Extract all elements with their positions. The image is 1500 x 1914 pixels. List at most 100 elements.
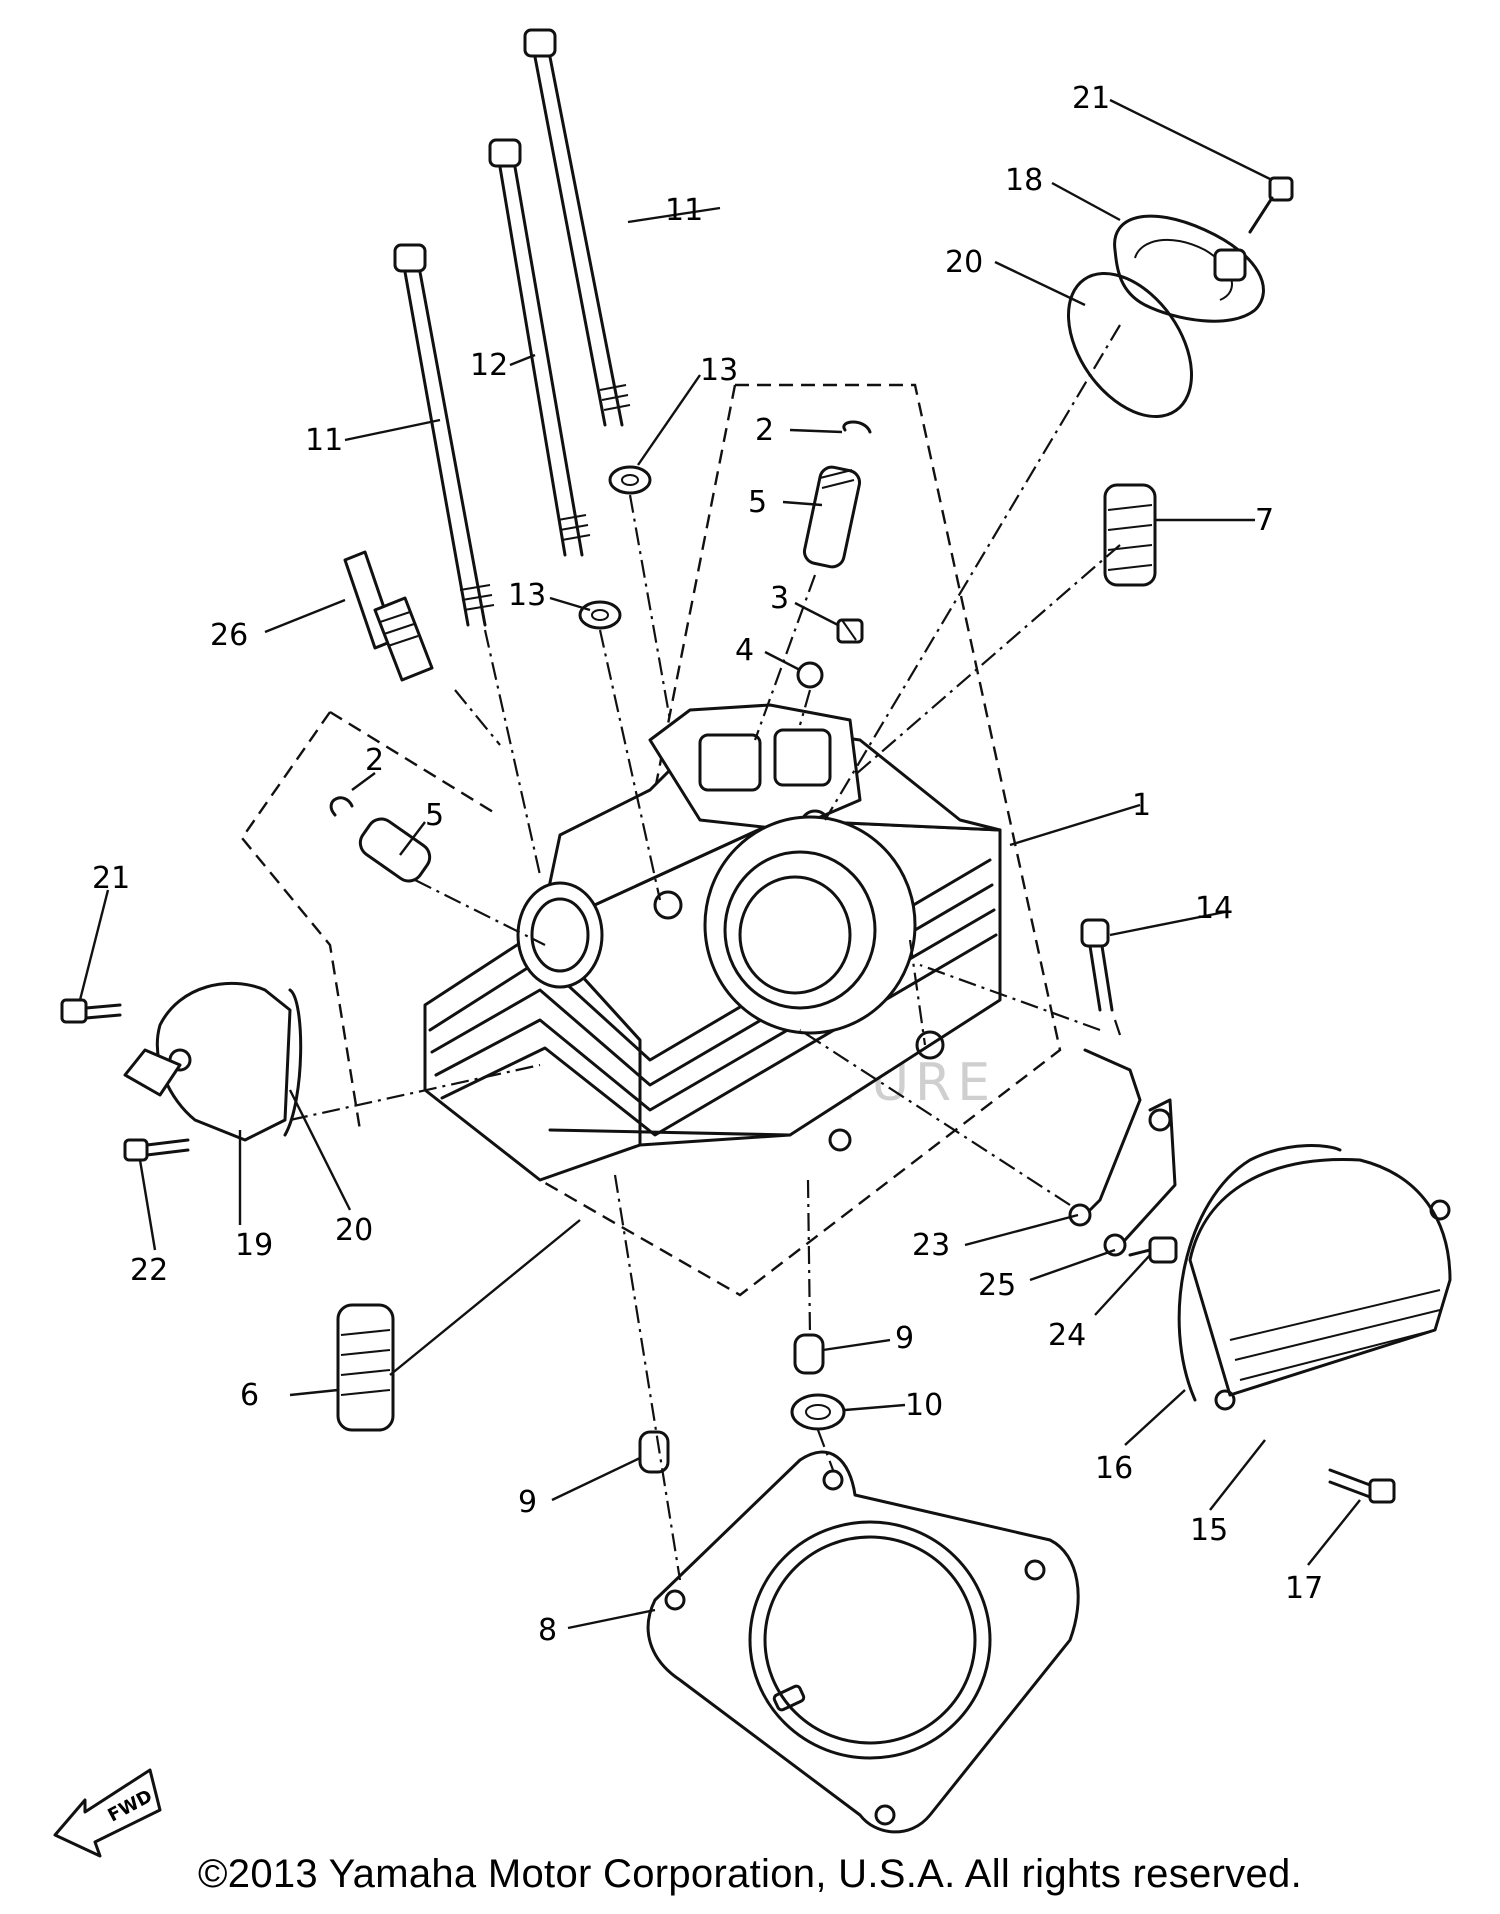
callout-leader-11a bbox=[344, 418, 441, 442]
chain-guide-bracket bbox=[1068, 1048, 1177, 1257]
tappet-cover-plug-5-left bbox=[358, 817, 432, 883]
cylinder-head bbox=[423, 703, 1002, 1182]
leader-line bbox=[598, 629, 662, 901]
callout-leader-8 bbox=[567, 1608, 656, 1630]
callout-21-upper: 21 bbox=[1072, 81, 1110, 116]
callout-2-left: 2 bbox=[365, 743, 384, 778]
leader-line bbox=[806, 1179, 812, 1336]
leader-line bbox=[628, 494, 672, 721]
callout-25: 25 bbox=[978, 1268, 1016, 1303]
assembly-boundary-left bbox=[329, 710, 499, 817]
callout-1: 1 bbox=[1132, 788, 1151, 823]
washer-13-lower bbox=[578, 600, 622, 630]
callout-5-upper: 5 bbox=[748, 485, 767, 520]
callout-18: 18 bbox=[1005, 163, 1043, 198]
callout-leader-16 bbox=[1124, 1389, 1186, 1446]
callout-8: 8 bbox=[538, 1613, 557, 1648]
callout-leader-26 bbox=[264, 598, 346, 634]
callout-10: 10 bbox=[905, 1388, 943, 1423]
callout-leader-13a bbox=[637, 374, 701, 466]
callout-19: 19 bbox=[235, 1228, 273, 1263]
callout-26: 26 bbox=[210, 618, 248, 653]
callout-2-upper: 2 bbox=[755, 413, 774, 448]
callout-leader-11b bbox=[627, 206, 721, 224]
thermostat-cover-18 bbox=[1113, 214, 1265, 323]
dowel-9-left bbox=[638, 1430, 670, 1474]
callout-4: 4 bbox=[735, 633, 754, 668]
callout-leader-17 bbox=[1307, 1499, 1361, 1566]
callout-16: 16 bbox=[1095, 1451, 1133, 1486]
washer-13-upper bbox=[608, 465, 652, 495]
assembly-boundary-left-2 bbox=[240, 711, 362, 1131]
callout-6: 6 bbox=[240, 1378, 259, 1413]
o-ring-20-upper bbox=[1066, 271, 1194, 419]
washer-25 bbox=[1103, 1233, 1127, 1257]
spring-7 bbox=[1103, 483, 1157, 587]
callout-leader-5a bbox=[782, 500, 823, 507]
bolt-22 bbox=[123, 1138, 190, 1162]
callout-leader-21b bbox=[78, 889, 110, 1001]
gasket-16 bbox=[1177, 1144, 1342, 1402]
callout-23: 23 bbox=[912, 1228, 950, 1263]
callout-21-left: 21 bbox=[92, 861, 130, 896]
callout-20-upper: 20 bbox=[945, 245, 983, 280]
cam-sprocket-cover-15 bbox=[1188, 1158, 1452, 1411]
callout-13-lower: 13 bbox=[508, 578, 546, 613]
callout-11-left: 11 bbox=[305, 423, 343, 458]
copyright-notice: ©2013 Yamaha Motor Corporation, U.S.A. A… bbox=[198, 1852, 1302, 1896]
callout-leader-2b bbox=[351, 772, 376, 791]
leader-line bbox=[854, 544, 1121, 776]
callout-leader-23 bbox=[964, 1213, 1079, 1247]
leader-line bbox=[483, 629, 542, 876]
leader-line bbox=[289, 1063, 541, 1122]
leader-line bbox=[798, 689, 812, 726]
callout-leader-22 bbox=[138, 1159, 157, 1251]
leader-line bbox=[454, 689, 501, 746]
callout-leader-18 bbox=[1051, 181, 1121, 222]
dowel-9-right bbox=[793, 1333, 825, 1375]
callout-leader-6b bbox=[389, 1219, 581, 1376]
assembly-boundary-right bbox=[539, 383, 1062, 1297]
leader-line bbox=[414, 879, 546, 946]
bolt-21-upper bbox=[1248, 176, 1294, 234]
callout-13-upper: 13 bbox=[700, 353, 738, 388]
callout-leader-9a bbox=[822, 1338, 891, 1352]
nut-23 bbox=[1068, 1203, 1092, 1227]
leader-line bbox=[908, 939, 927, 1046]
head-bolt-long-front bbox=[393, 243, 495, 627]
spring-6 bbox=[336, 1303, 395, 1432]
o-ring-10 bbox=[790, 1393, 846, 1431]
bolt-24 bbox=[1128, 1236, 1178, 1264]
callout-leader-10 bbox=[844, 1403, 906, 1412]
callout-leader-1 bbox=[1009, 803, 1141, 847]
callout-15: 15 bbox=[1190, 1513, 1228, 1548]
callout-leader-25 bbox=[1029, 1248, 1116, 1282]
callout-17: 17 bbox=[1285, 1571, 1323, 1606]
head-bolt-long-rear bbox=[523, 28, 631, 427]
bolt-17 bbox=[1328, 1468, 1396, 1504]
cylinder-head-gasket-8 bbox=[646, 1450, 1080, 1834]
callout-leader-3 bbox=[794, 601, 839, 627]
callout-9-left: 9 bbox=[518, 1485, 537, 1520]
callout-9-right: 9 bbox=[895, 1321, 914, 1356]
leader-line bbox=[799, 1029, 1071, 1206]
side-cover-19 bbox=[123, 982, 303, 1142]
leader-line bbox=[816, 1429, 835, 1471]
callout-5-left: 5 bbox=[425, 798, 444, 833]
callout-leader-14 bbox=[1109, 910, 1226, 937]
callout-22: 22 bbox=[130, 1253, 168, 1288]
callout-11-right: 11 bbox=[665, 193, 703, 228]
callout-7: 7 bbox=[1255, 503, 1274, 538]
bolt-21-left bbox=[60, 998, 122, 1024]
spark-plug bbox=[343, 550, 434, 682]
callout-leader-21a bbox=[1109, 98, 1273, 182]
nut-4 bbox=[796, 661, 824, 689]
bolt-3 bbox=[836, 618, 864, 644]
callout-24: 24 bbox=[1048, 1318, 1086, 1353]
tappet-cover-plug-5-upper bbox=[802, 465, 862, 569]
leader-line bbox=[753, 574, 817, 741]
head-bolt-center bbox=[488, 138, 591, 557]
callout-leader-20b bbox=[288, 1089, 352, 1211]
callout-12: 12 bbox=[470, 348, 508, 383]
